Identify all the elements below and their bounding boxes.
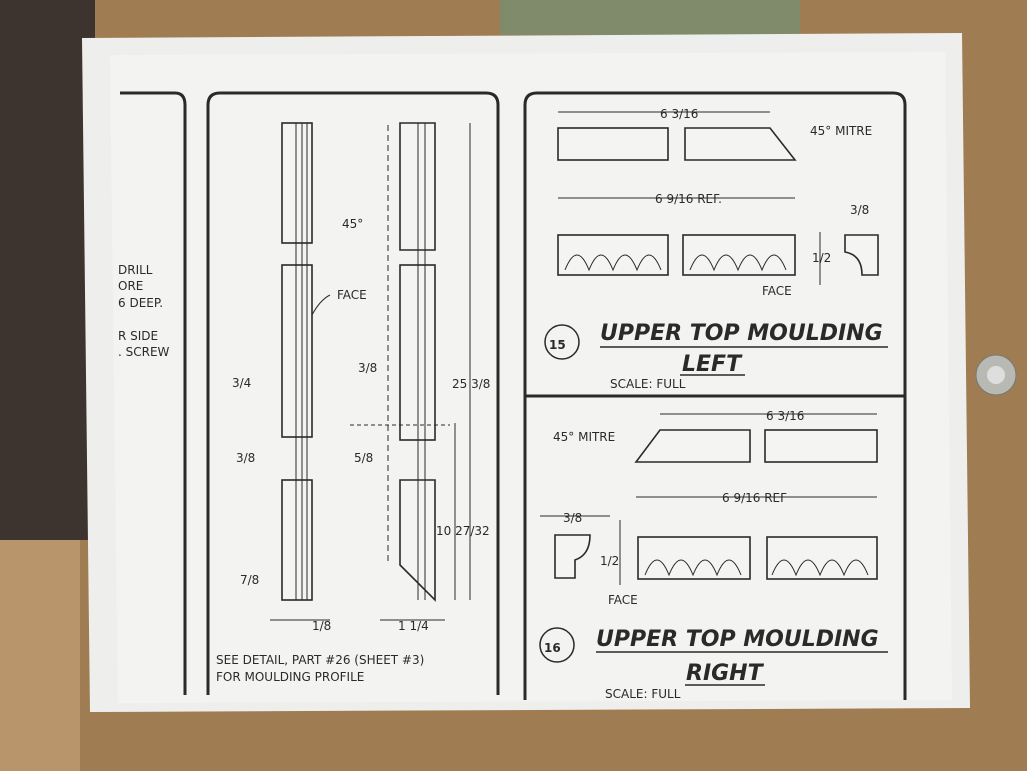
dimension-label: 3/8 [236,451,255,465]
part-16-scale: SCALE: FULL [605,687,681,701]
part-15-drawing [544,111,888,376]
dimension-label: 10 27/32 [436,524,490,538]
face-label: FACE [337,288,367,302]
screw-center [987,366,1005,384]
part-15-ref: 6 9/16 REF. [655,192,722,206]
note-line: 6 DEEP. [118,296,163,310]
dimension-label: 3/8 [358,361,377,375]
part-16-title: UPPER TOP MOULDING [596,627,879,652]
note-line: R SIDE [118,329,158,343]
part-16-number: 16 [544,641,561,655]
part-16-mitre: 45° MITRE [553,430,615,444]
part-15-title: UPPER TOP MOULDING [600,321,883,346]
dimension-label: 7/8 [240,573,259,587]
note-line: . SCREW [118,345,170,359]
part-15-mitre: 45° MITRE [810,124,872,138]
dimension-label: 5/8 [354,451,373,465]
right-panel-border [523,91,907,700]
background-object [500,0,800,35]
front-view-strip [387,122,436,602]
part-16-face: FACE [608,593,638,607]
dimension-label: 3/4 [232,376,251,390]
dimension-label: 25 3/8 [452,377,490,391]
part-15-subtitle: LEFT [682,352,743,377]
dimension-lines [270,123,471,621]
left-panel-border [120,91,187,695]
dimension-label: 1 1/4 [398,619,429,633]
part-15-width: 3/8 [850,203,869,217]
part-15-number: 15 [549,338,566,352]
note-line: DRILL [118,263,153,277]
dark-background [0,0,95,540]
dimension-label: 1/8 [312,619,331,633]
part-16-drawing [539,413,888,686]
angle-label: 45° [342,217,363,231]
part-15-face: FACE [762,284,792,298]
part-15-scale: SCALE: FULL [610,377,686,391]
middle-panel-border [206,91,500,695]
note-line: ORE [118,279,143,293]
part-16-width: 3/8 [563,511,582,525]
detail-note: FOR MOULDING PROFILE [216,670,364,684]
part-16-ref: 6 9/16 REF [722,491,787,505]
part-15-length: 6 3/16 [660,107,698,121]
side-view-strip [281,122,313,601]
part-16-length: 6 3/16 [766,409,804,423]
part-16-subtitle: RIGHT [686,661,765,686]
part-15-height: 1/2 [812,251,831,265]
wood-edge [0,540,80,771]
part-16-height: 1/2 [600,554,619,568]
left-panel-notes: DRILL ORE 6 DEEP. R SIDE . SCREW [118,263,170,359]
detail-note: SEE DETAIL, PART #26 (SHEET #3) [216,653,424,667]
